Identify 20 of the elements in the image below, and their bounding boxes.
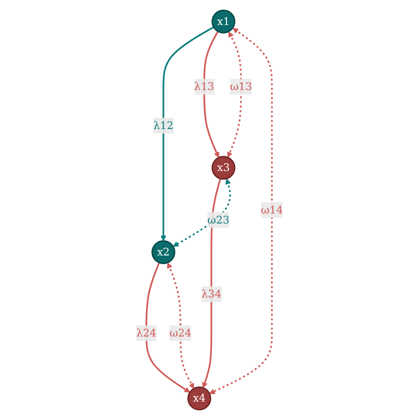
arrow (146, 262, 191, 393)
arrow (228, 32, 242, 158)
edge-label: λ24 (136, 326, 157, 340)
edge-label: ω23 (208, 213, 230, 226)
edge-label: λ34 (202, 288, 222, 300)
node-circle: x4 (188, 386, 212, 410)
node-circle: x1 (212, 10, 236, 34)
arrow (173, 178, 232, 247)
edge-label: λ12 (154, 119, 174, 132)
arrow (167, 262, 195, 389)
node-circle: x2 (152, 240, 176, 264)
arrow (204, 30, 220, 158)
edge-label: ω14 (261, 203, 284, 216)
arrow (160, 26, 214, 242)
edge-label: λ13 (194, 80, 215, 93)
node-circle: x3 (212, 156, 236, 180)
arrow (210, 28, 274, 394)
edge-label: ω13 (230, 80, 252, 93)
edge-label: ω24 (170, 326, 192, 340)
arrow (202, 178, 222, 388)
